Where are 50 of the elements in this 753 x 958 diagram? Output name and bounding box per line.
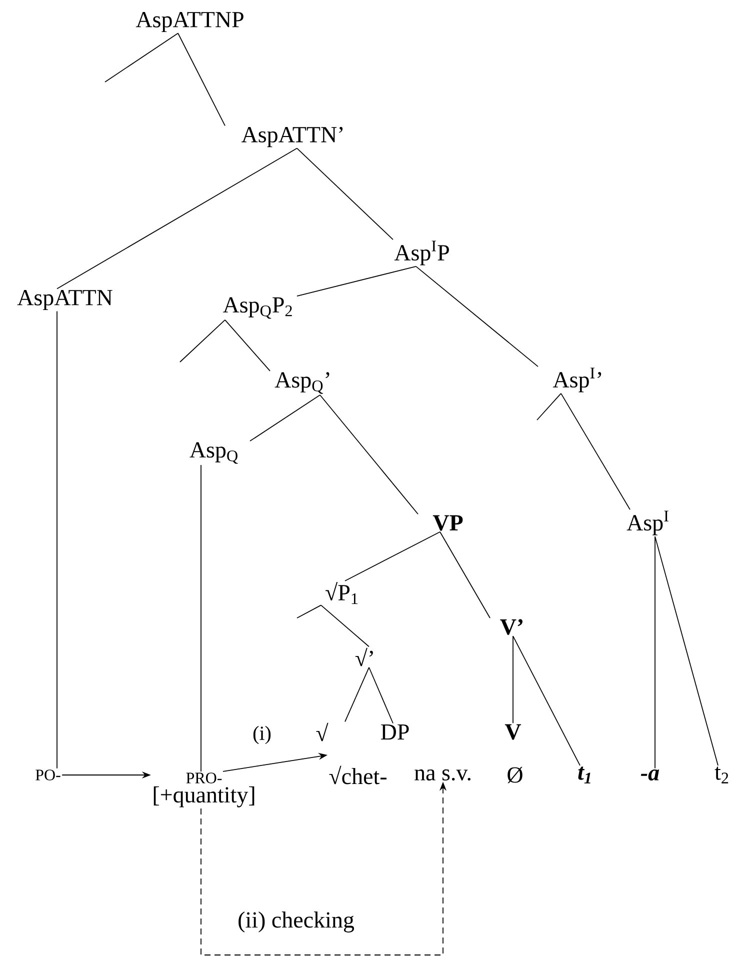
tree-node-label: √P$_{1}$	[326, 582, 358, 604]
leaf-label: V	[504, 724, 522, 740]
tree-node-label: √’	[355, 648, 373, 666]
tree-branch	[536, 393, 562, 420]
tree-branch	[56, 148, 298, 290]
tree-node-label: Asp$^{I}$P	[394, 240, 449, 266]
tree-node-label: AspATTN’	[241, 126, 343, 148]
morpheme-label: -a	[640, 769, 660, 781]
tree-branch	[654, 536, 718, 766]
tree-node-label: AspATTNP	[136, 12, 244, 32]
tree-branch	[296, 604, 322, 618]
tree-branch	[512, 636, 580, 766]
tree-branch	[56, 310, 58, 769]
tree-branch	[654, 536, 656, 769]
tree-branch	[512, 636, 514, 724]
tree-branch	[320, 604, 370, 648]
tree-node-label: V’	[500, 619, 522, 635]
tree-node-label: Asp$_{Q}$P$_{2}$	[222, 297, 292, 319]
tree-branch	[296, 266, 416, 296]
tree-branch	[344, 531, 440, 582]
tree-node-label: VP	[432, 515, 463, 531]
tree-branch	[416, 266, 538, 368]
leaf-label: DP	[380, 724, 409, 740]
tree-node-label: Asp$_{Q}$	[190, 442, 238, 464]
tree-node-label: Asp$^{I}$’	[552, 368, 602, 392]
tree-branch	[440, 531, 490, 618]
tree-branch	[344, 666, 370, 722]
leaf-label: √	[316, 722, 328, 742]
tree-branch	[320, 394, 418, 515]
trace-label: t$_{1}$	[578, 766, 590, 784]
tree-branch	[560, 393, 630, 510]
tree-branch	[180, 320, 226, 362]
tree-branch	[178, 32, 226, 126]
morpheme-label: PO-	[36, 770, 60, 780]
tree-branch	[104, 32, 178, 82]
morpheme-label: PRO- [+quantity]	[154, 772, 254, 808]
tree-branch	[296, 148, 394, 240]
tree-branch	[368, 666, 394, 724]
tree-node-label: Asp$_{Q}$’	[274, 372, 330, 394]
morpheme-label: √chet-	[329, 766, 386, 784]
trace-label: t$_{2}$	[714, 766, 728, 784]
edge-label: (i)	[253, 726, 271, 744]
edge-label: (ii) checking	[238, 912, 354, 932]
morpheme-label: Ø	[508, 766, 522, 784]
tree-node-label: Asp$^{I}$	[626, 510, 668, 536]
tree-node-label: AspATTN	[17, 290, 112, 310]
morpheme-label: na s.v.	[414, 769, 470, 781]
tree-branch	[200, 464, 202, 772]
tree-branch	[250, 394, 320, 442]
tree-branch	[224, 320, 270, 372]
